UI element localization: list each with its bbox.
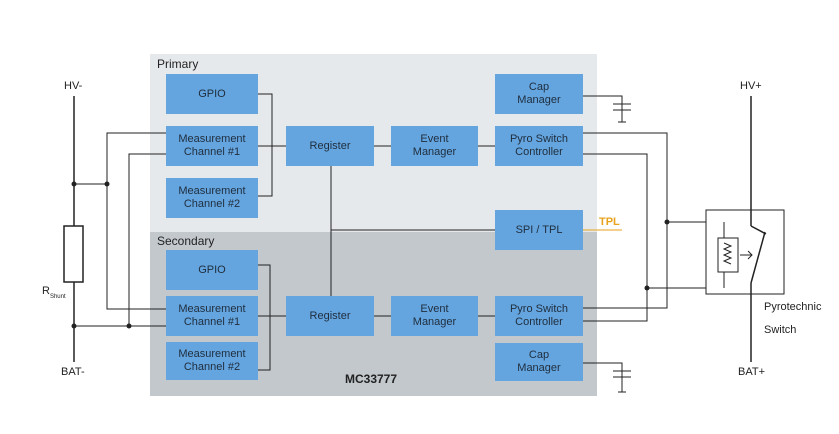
pyrotechnic-label: Pyrotechnic (764, 301, 822, 313)
primary-register-block: Register (286, 126, 374, 166)
primary-pyro-switch-controller-block: Pyro Switch Controller (495, 126, 583, 166)
primary-cap-manager-block: Cap Manager (495, 74, 583, 114)
secondary-gpio-block: GPIO (166, 250, 258, 290)
r-shunt-subscript: Shunt (49, 294, 66, 300)
secondary-event-manager-block: Event Manager (391, 296, 478, 336)
hv-minus-label: HV- (64, 80, 83, 92)
switch-label: Switch (764, 324, 797, 336)
spi-tpl-block: SPI / TPL (495, 210, 583, 250)
secondary-title: Secondary (157, 234, 215, 248)
primary-gpio-block: GPIO (166, 74, 258, 114)
secondary-register-block: Register (286, 296, 374, 336)
primary-event-manager-block: Event Manager (391, 126, 478, 166)
bat-minus-label: BAT- (61, 366, 85, 378)
primary-measurement-channel-1-block: Measurement Channel #1 (166, 126, 258, 166)
primary-measurement-channel-2-block: Measurement Channel #2 (166, 178, 258, 218)
secondary-cap-manager-block: Cap Manager (495, 343, 583, 381)
hv-plus-label: HV+ (740, 80, 762, 92)
chip-name: MC33777 (345, 372, 398, 386)
bat-plus-label: BAT+ (738, 366, 766, 378)
r-shunt-main: R (42, 285, 50, 297)
secondary-pyro-switch-controller-block: Pyro Switch Controller (495, 296, 583, 336)
secondary-measurement-channel-1-block: Measurement Channel #1 (166, 296, 258, 336)
secondary-measurement-channel-2-block: Measurement Channel #2 (166, 342, 258, 380)
primary-title: Primary (157, 57, 199, 71)
tpl-label: TPL (599, 216, 620, 228)
r-shunt-label: RShunt (42, 285, 66, 300)
shunt-resistor (63, 225, 84, 283)
